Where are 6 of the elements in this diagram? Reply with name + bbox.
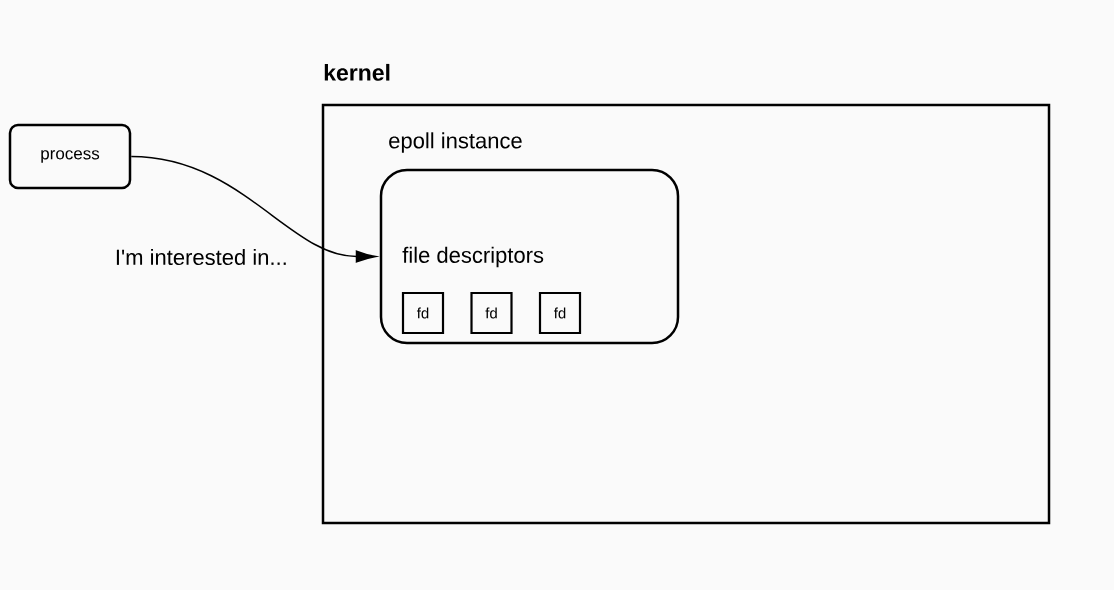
fd-box: fd — [470, 291, 513, 335]
node-label: kernel — [324, 63, 390, 81]
fd-box: fd — [401, 291, 445, 335]
process-box: process — [8, 123, 132, 190]
node-label: epoll instance — [389, 132, 522, 153]
fd-box: fd — [538, 291, 582, 335]
